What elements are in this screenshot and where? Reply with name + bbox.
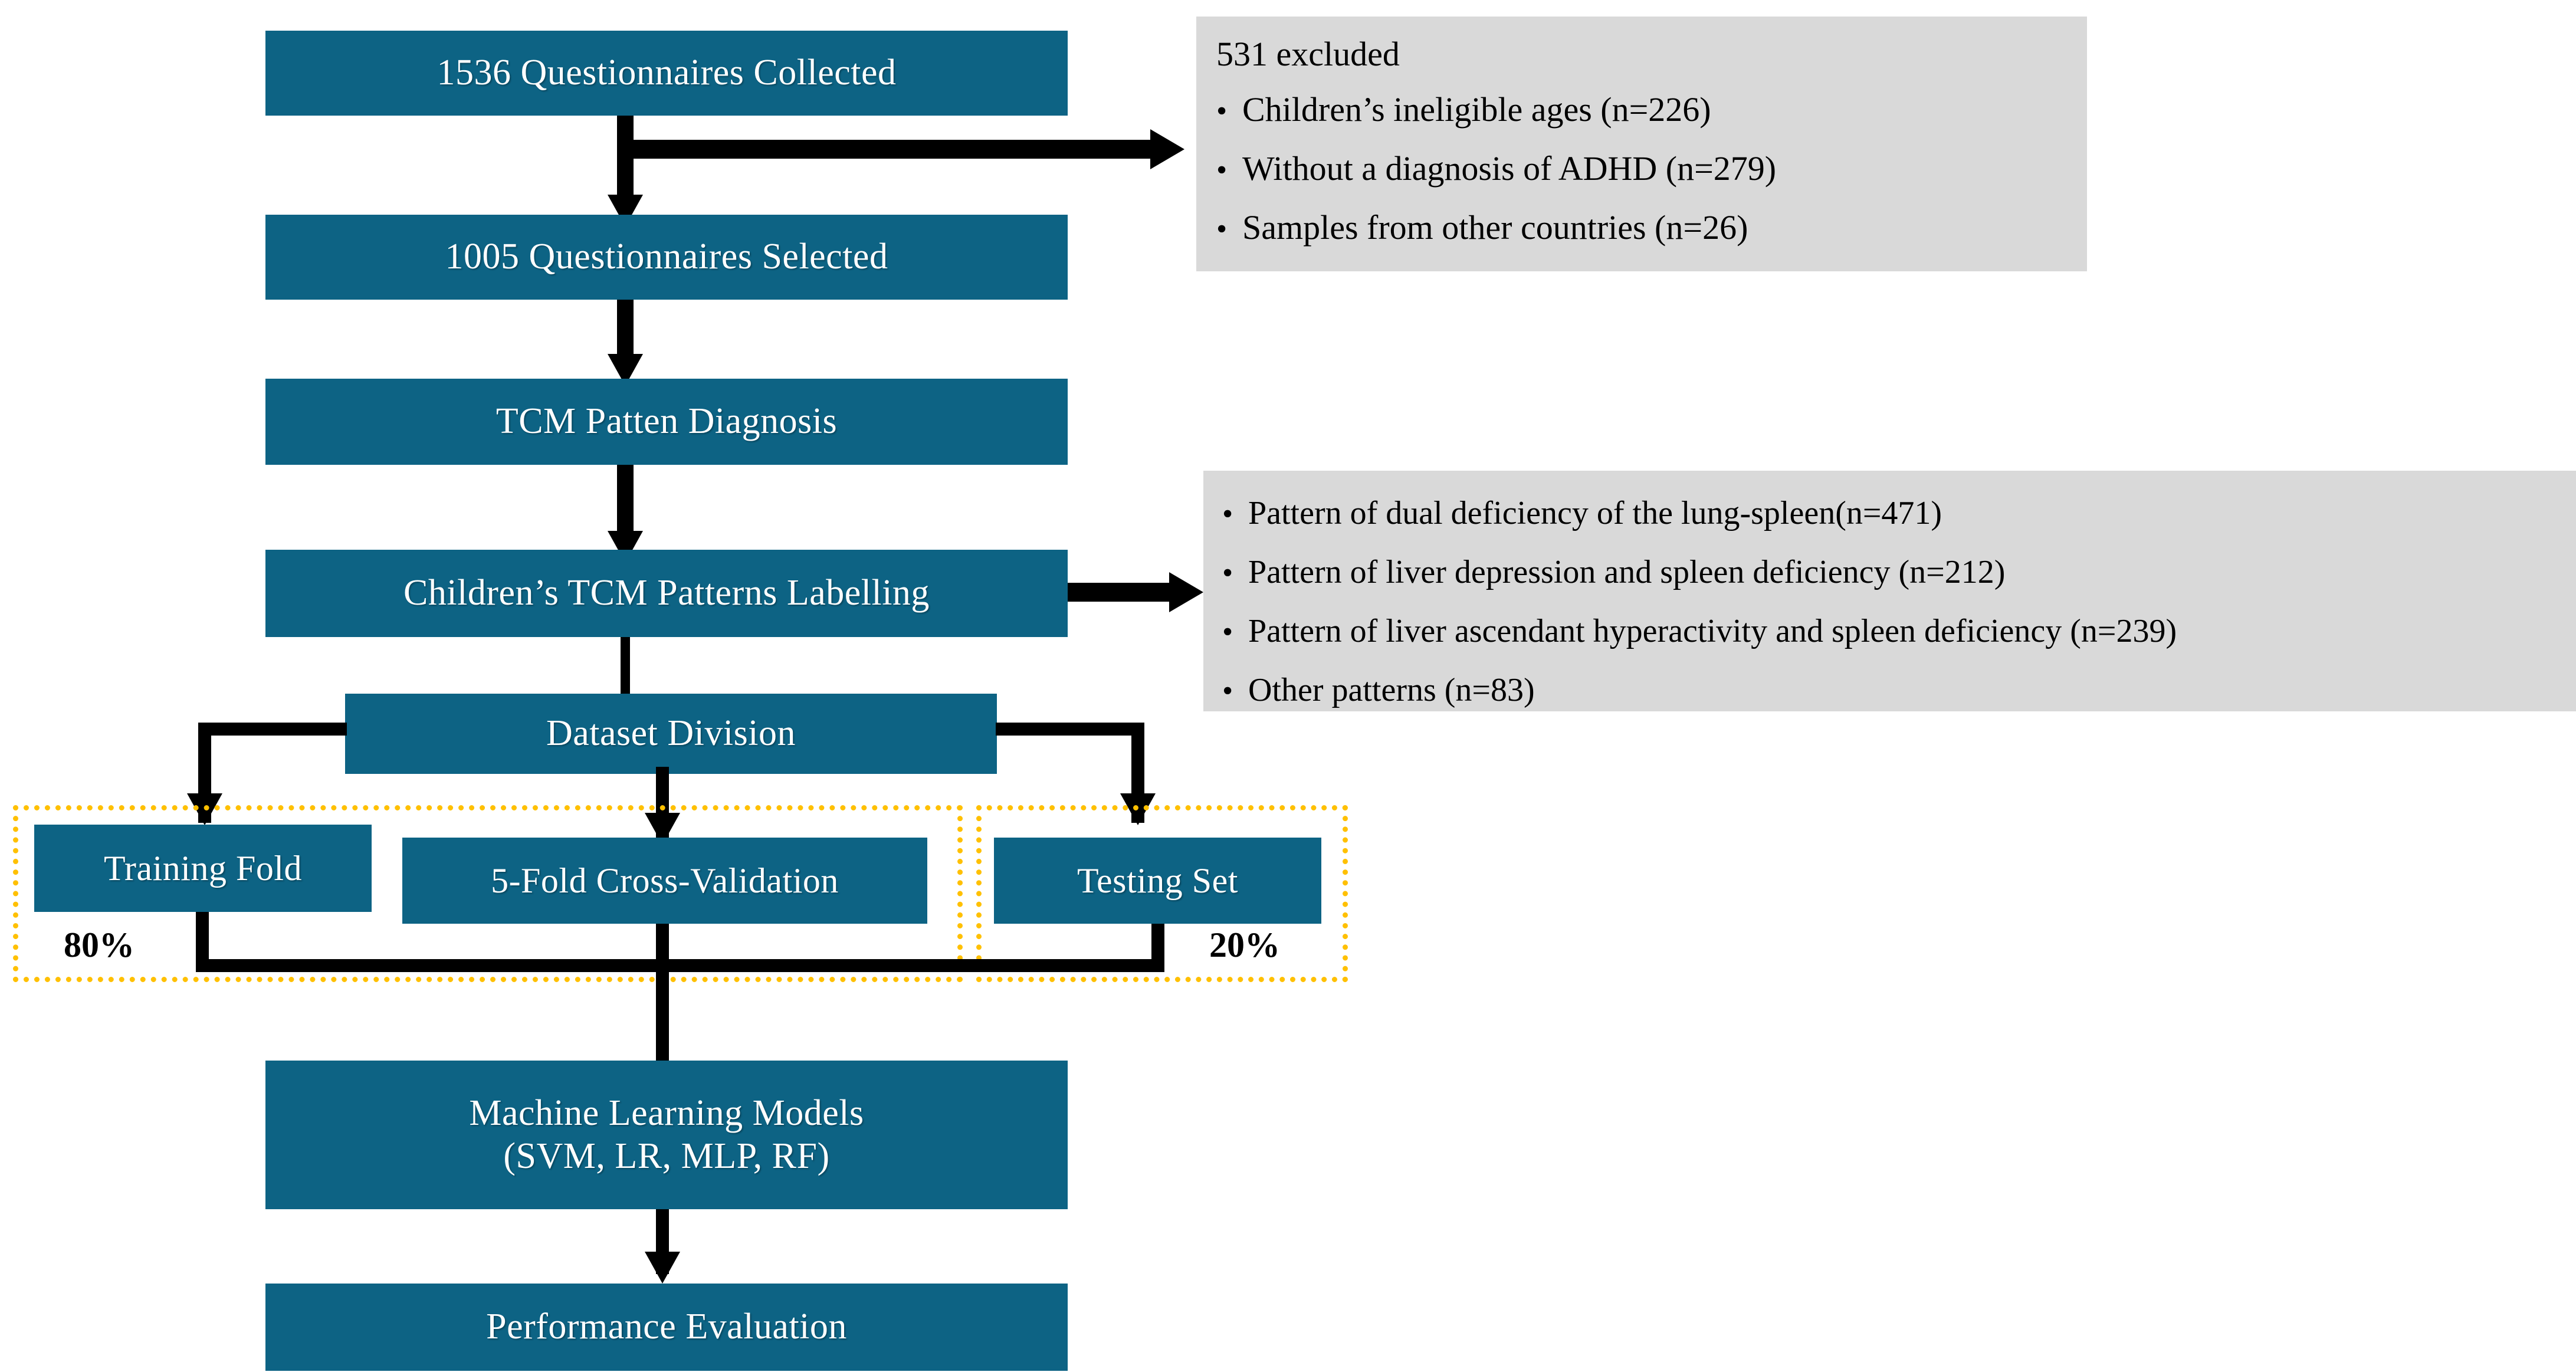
pattern-item-text: Pattern of liver ascendant hyperactivity…: [1248, 613, 2177, 649]
bullet-icon: •: [1222, 674, 1233, 708]
excluded-list-item: • Samples from other countries (n=26): [1216, 208, 1748, 247]
patterns-callout: [1203, 471, 2576, 711]
node-tcm-pattern-diagnosis-label: TCM Patten Diagnosis: [495, 401, 838, 442]
node-machine-learning-models[interactable]: Machine Learning Models (SVM, LR, MLP, R…: [265, 1061, 1068, 1209]
connector-training-fold-drop: [196, 912, 209, 971]
pattern-list-item: • Pattern of liver ascendant hyperactivi…: [1222, 612, 2177, 650]
arrowhead-models-to-evaluation: [645, 1252, 680, 1284]
excluded-heading: 531 excluded: [1216, 35, 1400, 73]
node-cross-validation[interactable]: 5-Fold Cross-Validation: [402, 838, 927, 924]
pattern-item-text: Pattern of liver depression and spleen d…: [1248, 554, 2006, 590]
bullet-icon: •: [1216, 153, 1228, 187]
node-questionnaires-selected[interactable]: 1005 Questionnaires Selected: [265, 215, 1068, 300]
excluded-list-item: • Children’s ineligible ages (n=226): [1216, 90, 1711, 129]
node-tcm-patterns-labelling-label: Children’s TCM Patterns Labelling: [403, 573, 930, 613]
excluded-callout: [1196, 17, 2087, 271]
connector-collected-to-excluded: [617, 140, 1154, 159]
connector-collected-to-selected: [617, 116, 634, 202]
node-questionnaires-collected[interactable]: 1536 Questionnaires Collected: [265, 31, 1068, 116]
node-tcm-pattern-diagnosis[interactable]: TCM Patten Diagnosis: [265, 379, 1068, 465]
node-machine-learning-models-line1: Machine Learning Models: [469, 1092, 864, 1133]
node-dataset-division-label: Dataset Division: [546, 713, 796, 754]
testing-split-percent: 20%: [1209, 925, 1280, 964]
node-training-fold[interactable]: Training Fold: [34, 825, 372, 912]
connector-division-left-horizontal: [198, 723, 347, 736]
bullet-icon: •: [1222, 497, 1233, 531]
pattern-list-item: • Pattern of liver depression and spleen…: [1222, 553, 2005, 591]
node-performance-evaluation-label: Performance Evaluation: [486, 1307, 847, 1347]
connector-cross-validation-to-models: [656, 924, 669, 1095]
node-training-fold-label: Training Fold: [103, 848, 303, 888]
bullet-icon: •: [1216, 94, 1228, 128]
pattern-item-text: Other patterns (n=83): [1248, 672, 1535, 708]
node-questionnaires-selected-label: 1005 Questionnaires Selected: [445, 237, 888, 277]
split-region-training-80: [13, 805, 963, 982]
excluded-item-text: Children’s ineligible ages (n=226): [1242, 90, 1711, 129]
node-testing-set[interactable]: Testing Set: [994, 838, 1321, 924]
node-machine-learning-models-line2: (SVM, LR, MLP, RF): [503, 1136, 830, 1176]
connector-division-right-horizontal: [996, 723, 1144, 736]
arrowhead-labelling-to-patterns: [1169, 572, 1203, 612]
node-performance-evaluation[interactable]: Performance Evaluation: [265, 1284, 1068, 1371]
connector-labelling-to-division: [621, 637, 630, 696]
node-testing-set-label: Testing Set: [1077, 861, 1238, 900]
node-dataset-division[interactable]: Dataset Division: [345, 694, 997, 774]
node-tcm-patterns-labelling[interactable]: Children’s TCM Patterns Labelling: [265, 550, 1068, 637]
node-questionnaires-collected-label: 1536 Questionnaires Collected: [437, 52, 897, 93]
connector-diagnosis-to-labelling: [617, 465, 634, 541]
training-split-percent: 80%: [64, 925, 134, 964]
excluded-item-text: Samples from other countries (n=26): [1242, 208, 1748, 247]
bullet-icon: •: [1222, 615, 1233, 649]
pattern-item-text: Pattern of dual deficiency of the lung-s…: [1248, 495, 1942, 531]
split-region-testing-20: [976, 805, 1348, 982]
connector-merge-bus: [196, 959, 1164, 972]
arrowhead-collected-to-excluded: [1150, 129, 1184, 169]
pattern-list-item: • Pattern of dual deficiency of the lung…: [1222, 494, 1942, 532]
bullet-icon: •: [1216, 212, 1228, 246]
excluded-list-item: • Without a diagnosis of ADHD (n=279): [1216, 149, 1776, 188]
connector-labelling-to-patterns: [1068, 583, 1174, 602]
pattern-list-item: • Other patterns (n=83): [1222, 671, 1535, 709]
bullet-icon: •: [1222, 556, 1233, 590]
excluded-item-text: Without a diagnosis of ADHD (n=279): [1242, 149, 1777, 188]
node-cross-validation-label: 5-Fold Cross-Validation: [491, 861, 839, 900]
connector-selected-to-diagnosis: [617, 300, 634, 365]
